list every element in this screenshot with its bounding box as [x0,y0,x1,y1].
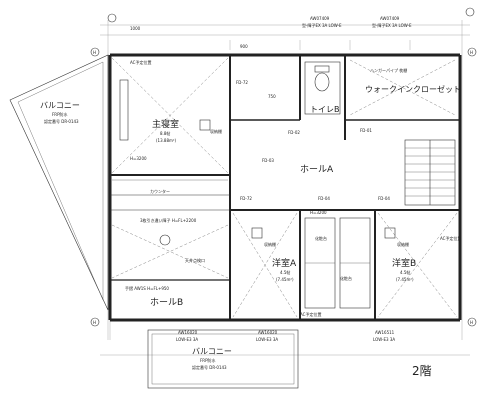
walk-in-name: ウォークインクローゼット [365,84,461,94]
balcony-south-spec1: FRP防水 [200,357,216,363]
fd-03-label: FD-03 [262,158,274,163]
walk-in-closet: ウォークインクローゼット ハンガーパイプ 枕棚 FD-01 [349,59,461,133]
interior-walls [110,55,460,320]
grid-mark-h2: H [470,50,473,55]
western-a-size: 4.5帖 [280,269,290,275]
balcony-south-name: バルコニー [192,347,232,356]
folding-ladder-label: 3枚引き違い障子 H=FL+2200 [140,217,197,223]
balcony-west-name: バルコニー [40,101,80,110]
shelf-row-label: ハンガーパイプ 枕棚 [370,67,407,73]
balcony-west-spec2: 認定番号 DR-0143 [44,118,79,124]
counter-area: カウンター 3枚引き違い障子 H=FL+2200 [112,179,228,223]
w-900-label: 900 [240,44,248,49]
window-top-right-spec: 型-障子EX 3A LOW-E [372,22,412,28]
balcony-south: バルコニー FRP防水 認定番号 DR-0143 [147,329,299,389]
western-a-area: (7.45m²) [276,277,294,282]
h-3200b-label: H=3200 [310,210,327,215]
storage-top-label: 収納棚 [210,128,222,134]
h-3200-label: H=3200 [130,156,147,161]
staircase [404,139,456,206]
grid-mark-h1: H [93,50,96,55]
storage-b-label: 収納棚 [397,241,409,247]
western-b-size: 4.5帖 [400,269,410,275]
ac-right-label: AC予定位置 [440,235,461,241]
grid-markers: H H H H [90,7,477,327]
balcony-west-spec1: FRP防水 [52,111,68,117]
closet-b-label: 化粧台 [340,275,352,281]
window-bottom-right-spec: LOW-E3 3A [373,337,395,342]
grid-mark-h4: H [470,320,473,325]
window-top-right-code: AW07409 [380,16,400,21]
western-b-name: 洋室B [392,257,416,269]
fd-72b-label: FD-72 [240,196,252,201]
window-bottom-mid-spec: LOW-E3 3A [256,337,278,342]
fd-04b-label: FD-04 [378,196,390,201]
closet-a-label: 化粧台 [315,235,327,241]
master-bedroom-area: 主寝室 8.8帖 (13.88m²) AC予定位置 収納棚 H=3200 [111,57,229,174]
handrail-label: 手摺 AW1S H=FL+950 [125,285,169,291]
western-room-b: 収納棚 洋室B 4.5帖 (7.45m²) 化粧台 AC予定位置 [340,212,461,318]
fd-01-label: FD-01 [360,128,372,133]
window-top-left-spec: 型-障子EX 3A LOW-E [302,22,342,28]
window-top-left-code: AW07409 [310,16,330,21]
floor-label: 2階 [412,363,432,378]
outer-walls [108,53,462,322]
window-bottom-left-spec: LOW-E3 3A [176,337,198,342]
w-1000-label: 1000 [130,26,141,31]
closet-column [304,217,371,309]
windows-top: AW07409 型-障子EX 3A LOW-E AW07409 型-障子EX 3… [130,16,412,49]
fd-04a-label: FD-04 [318,196,330,201]
hall-b-name: ホールB [150,297,183,308]
fd-72a-label: FD-72 [236,80,248,85]
w-750-label: 750 [268,94,276,99]
hall-a-area: ホールA FD-02 FD-03 FD-72 FD-04 FD-04 H=320… [240,130,456,215]
toilet-room: トイレB 750 FD-72 [236,61,341,115]
toilet-name: トイレB [310,105,340,114]
window-bottom-right-code: AW16511 [375,330,395,335]
western-a-name: 洋室A [272,257,297,269]
western-b-area: (7.45m²) [396,277,414,282]
window-bottom-left-code: AW16020 [178,330,198,335]
fd-02-label: FD-02 [288,130,300,135]
storage-a-label: 収納棚 [264,241,276,247]
master-bedroom-area-value: (13.88m²) [156,138,177,143]
hall-b-area: 天井点検口 手摺 AW1S H=FL+950 ホールB [111,224,229,308]
balcony-south-spec2: 認定番号 DR-0143 [192,364,227,370]
window-bottom-mid-code: AW16020 [258,330,278,335]
western-room-a: 収納棚 洋室A 4.5帖 (7.45m²) 化粧台 [232,212,327,318]
ac-top-label: AC予定位置 [130,59,151,65]
balcony-west: バルコニー FRP防水 認定番号 DR-0143 [9,54,109,311]
ac-bottom-label: AC予定位置 [300,311,321,317]
hall-a-name: ホールA [300,164,334,175]
attic-label: 天井点検口 [185,257,205,263]
grid-mark-h3: H [93,320,96,325]
windows-bottom: AW16020 LOW-E3 3A AW16020 LOW-E3 3A AW16… [176,311,395,342]
counter-label: カウンター [150,188,170,194]
master-bedroom-name: 主寝室 [152,118,179,130]
master-bedroom-size: 8.8帖 [160,130,170,136]
